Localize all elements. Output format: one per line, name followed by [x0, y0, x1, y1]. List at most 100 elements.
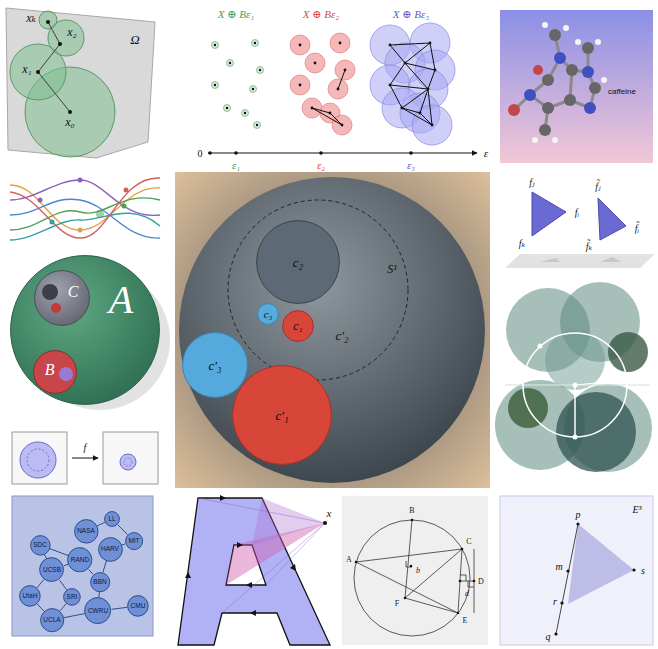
axis-label: 0 — [198, 148, 203, 159]
point-set-small — [227, 60, 234, 67]
curve-dots — [96, 210, 104, 218]
node-name: SRI — [67, 594, 78, 601]
network-node: UCLA — [40, 608, 64, 632]
node-disc — [125, 532, 142, 549]
space-label: E³ — [632, 504, 641, 515]
molecule-render — [542, 22, 548, 28]
point-set-medium — [330, 33, 350, 53]
circle-name: A — [109, 280, 133, 320]
node-disc — [183, 333, 248, 398]
point-set-medium — [290, 33, 355, 135]
node-disc — [283, 311, 314, 342]
node-name: CMU — [131, 603, 146, 610]
molecule-render — [552, 137, 558, 143]
point-set-large — [390, 43, 435, 125]
node-outline — [10, 255, 160, 405]
letter-figure — [266, 523, 325, 585]
geometry-figure — [457, 612, 460, 615]
curve-dots — [50, 220, 55, 225]
point-set-medium — [290, 75, 310, 95]
geometry-figure — [405, 598, 458, 613]
axis-label: ε₃ — [407, 159, 415, 171]
network-node: SRI — [63, 588, 81, 606]
geometry-figure — [356, 562, 458, 613]
network-link — [122, 544, 126, 545]
point-label: d — [465, 590, 469, 599]
network-link — [112, 607, 128, 609]
network-node: CWRU — [84, 597, 111, 624]
geometry-figure — [405, 549, 462, 598]
geometry-figure — [461, 548, 464, 551]
axis-label: ε₁ — [232, 159, 240, 171]
point-label: m — [555, 561, 562, 572]
molecule-name: caffeine — [608, 88, 636, 97]
circle-node: c₃ — [257, 303, 279, 325]
point-label: r — [553, 596, 557, 607]
point-label: D — [478, 578, 484, 587]
circle-node: c₂ — [256, 220, 340, 304]
space-figure — [500, 496, 653, 645]
geometry-figure — [473, 580, 476, 583]
network-node: RAND — [67, 547, 92, 572]
node-disc — [34, 351, 77, 394]
molecule-render — [584, 102, 596, 114]
node-name: CWRU — [88, 608, 108, 615]
domain-figure — [6, 8, 155, 158]
point-set-small — [229, 62, 231, 64]
point-set-small — [214, 84, 216, 86]
point-set-medium — [312, 108, 342, 125]
point-set-small — [252, 40, 259, 47]
bubble-figure — [523, 333, 627, 437]
curve-dots — [78, 228, 83, 233]
curve-dots — [38, 178, 129, 233]
point-set-small — [224, 105, 231, 112]
point-label: B — [409, 507, 414, 516]
point-set-medium — [299, 44, 302, 47]
point-set-medium — [328, 79, 348, 99]
curve-dots — [78, 178, 83, 183]
node-disc — [98, 537, 122, 561]
point-set-small — [256, 124, 258, 126]
point-label: x₁ — [22, 63, 32, 76]
point-set-large — [390, 43, 435, 125]
point-set-small — [214, 42, 261, 126]
circle-name: c₂ — [293, 256, 303, 269]
map-figure — [103, 432, 158, 484]
epsilon-axis — [409, 151, 413, 155]
bubble-figure — [573, 435, 578, 440]
point-set-large — [431, 124, 434, 127]
geometry-figure — [354, 520, 470, 636]
network-link — [64, 614, 85, 618]
geometry-figure — [460, 581, 474, 582]
molecule-render — [595, 39, 601, 45]
circle-node: ACB — [10, 255, 160, 405]
point-set-large — [404, 62, 407, 65]
space-figure — [568, 524, 634, 604]
node-name: BBN — [93, 579, 106, 586]
inner-sphere — [59, 367, 73, 381]
geometry-figure — [459, 580, 462, 583]
network-node: MIT — [125, 532, 143, 550]
packing-figure — [175, 172, 490, 488]
point-set-small — [250, 86, 257, 93]
domain-figure — [68, 110, 72, 114]
curve-dots — [38, 198, 43, 203]
point-label: b — [416, 567, 420, 576]
inner-sphere — [51, 303, 61, 313]
point-set-small — [252, 88, 254, 90]
packing-figure — [175, 172, 490, 488]
point-label: q — [546, 631, 551, 642]
point-set-medium — [314, 62, 317, 65]
node-name: MIT — [128, 538, 139, 545]
molecule-render — [563, 25, 569, 31]
space-figure — [554, 632, 557, 635]
network-node: NASA — [74, 519, 99, 544]
point-set-medium — [305, 53, 325, 73]
node-disc — [258, 304, 279, 325]
geometry-figure — [404, 597, 407, 600]
letter-figure — [178, 498, 330, 645]
node-name: LL — [108, 516, 115, 523]
point-set-large — [389, 42, 437, 127]
crossing-curves — [10, 178, 160, 240]
